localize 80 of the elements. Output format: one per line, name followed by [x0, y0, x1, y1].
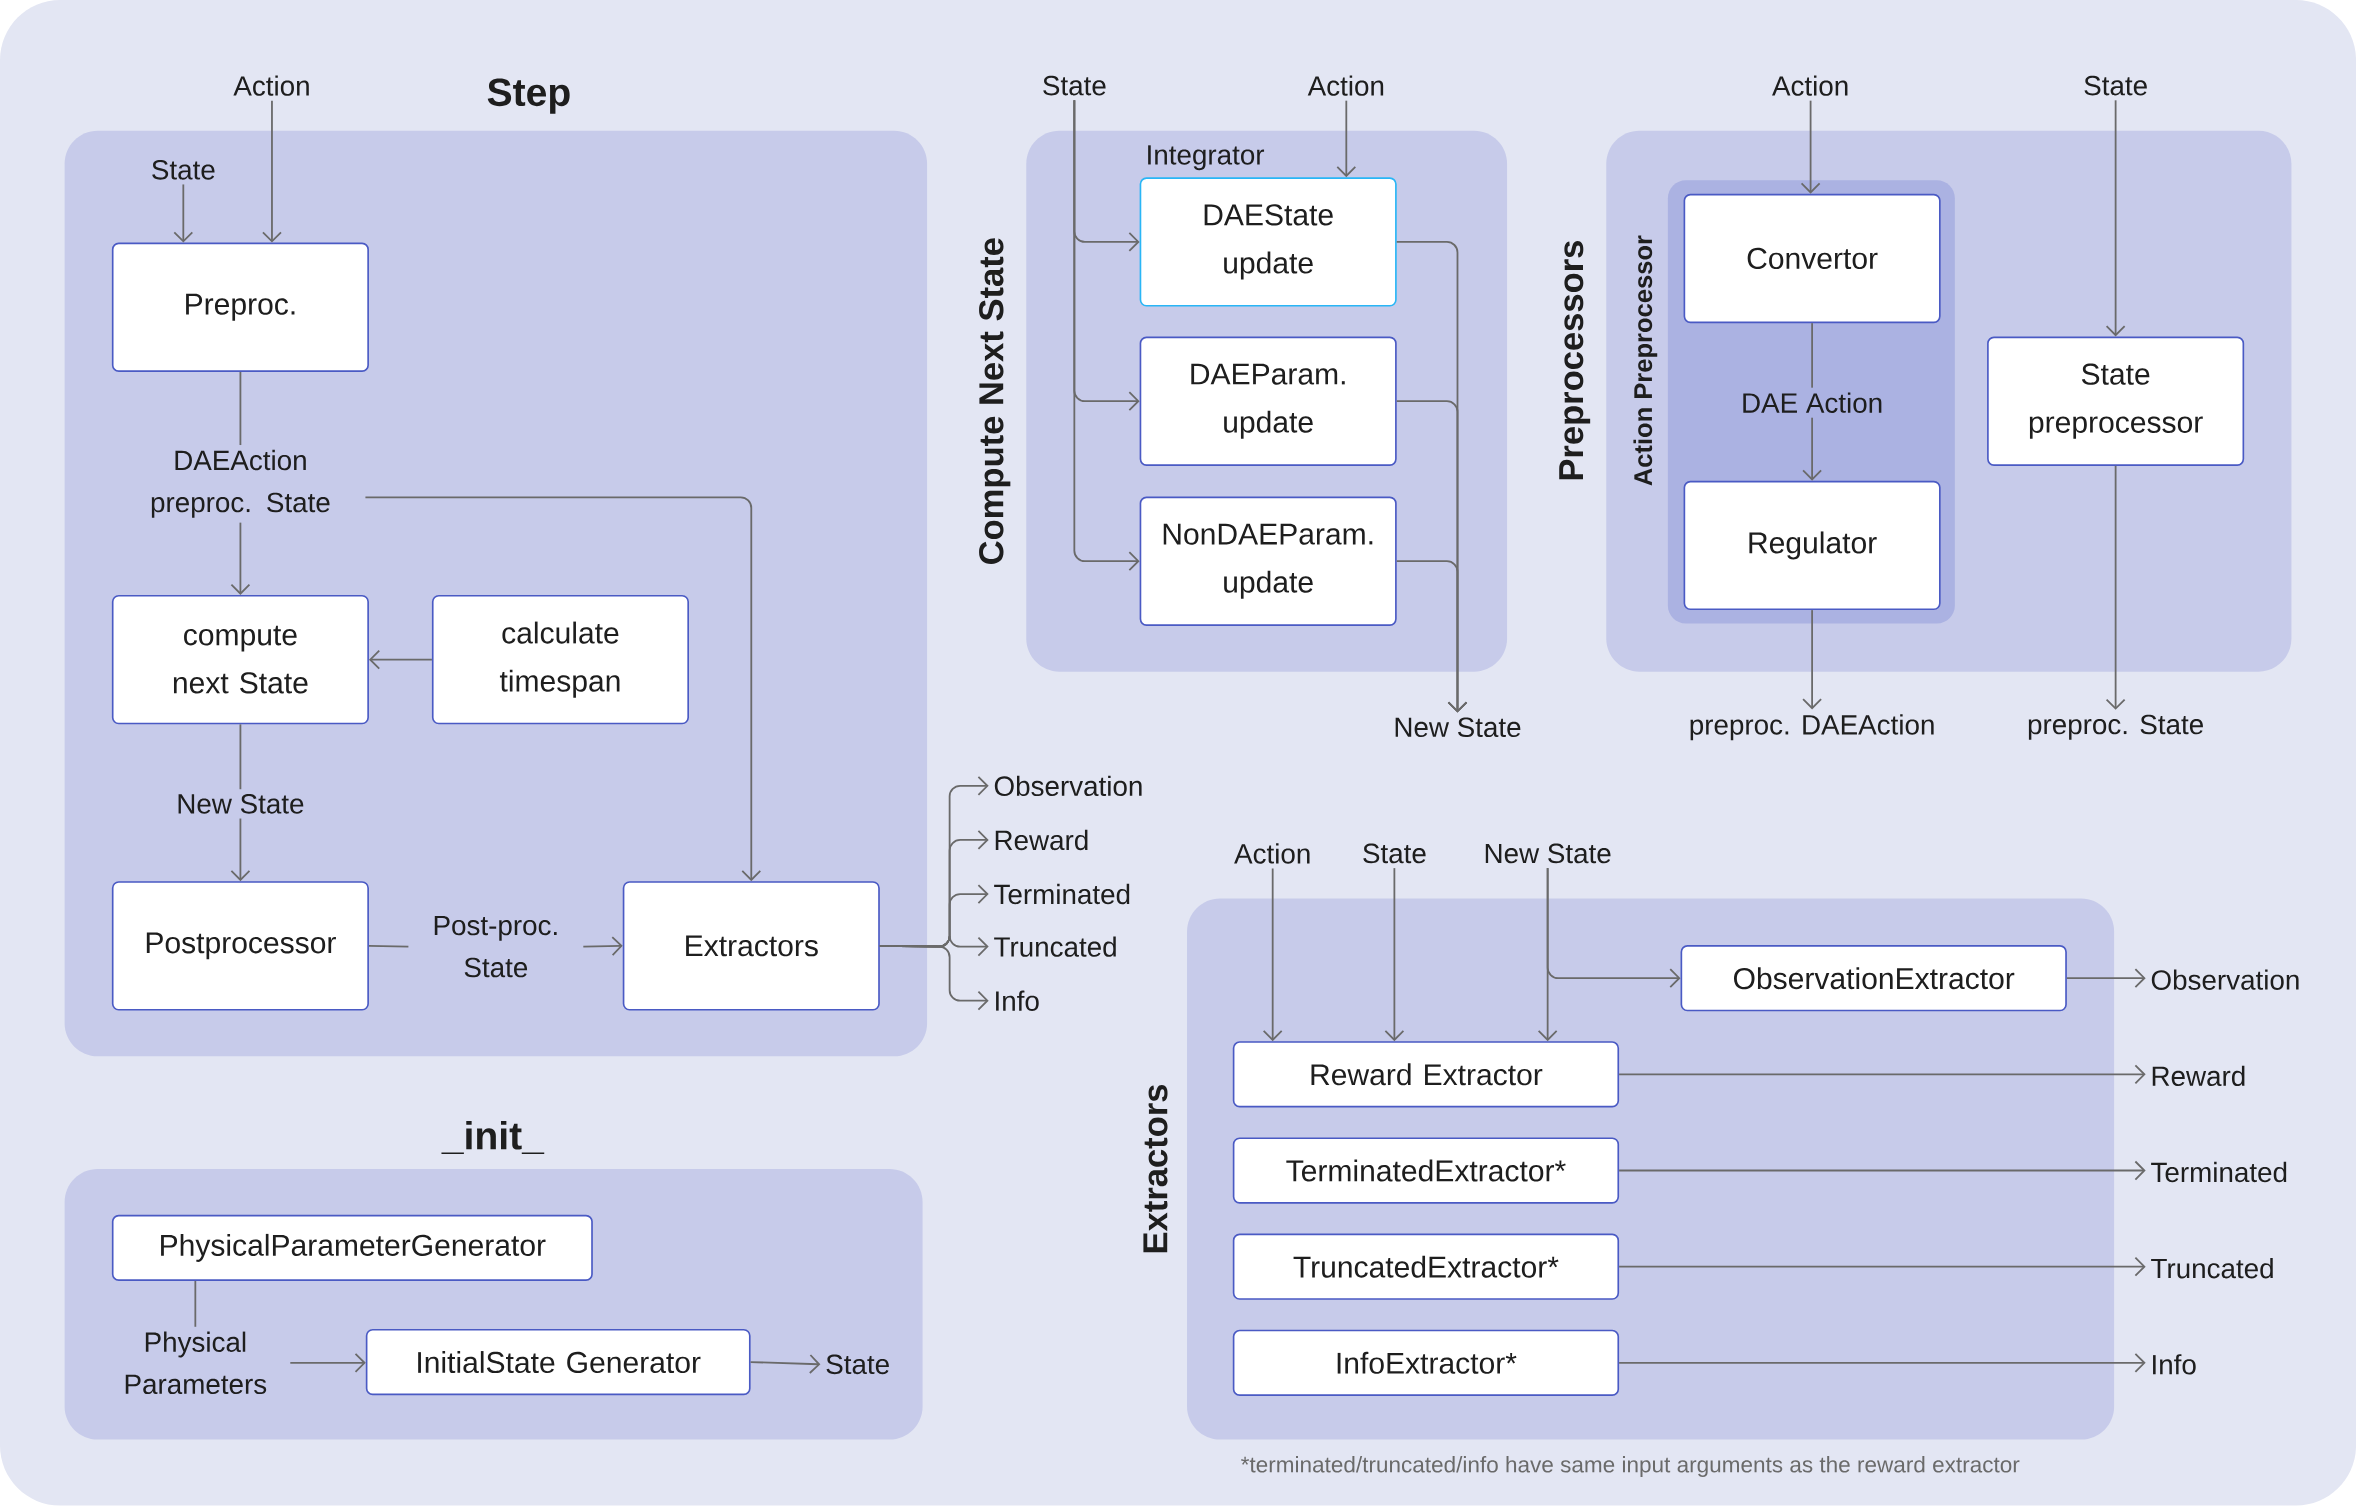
box-caption: Integrator	[1148, 145, 1265, 171]
process-box: calculate timespan	[431, 595, 689, 725]
flow-text: State	[826, 1354, 889, 1375]
panel-heading: Action Preprocessor	[1633, 235, 1658, 486]
arrow	[230, 521, 251, 596]
process-box: DAEState update	[1139, 177, 1397, 307]
flow-text: DAE Action	[1743, 392, 1882, 414]
arrow	[1546, 867, 1681, 989]
arrow	[1618, 1257, 2146, 1277]
flow-text: New State	[1485, 843, 1611, 864]
process-box: ObservationExtractor	[1680, 945, 2067, 1012]
flow-text: Observation	[994, 775, 1142, 797]
process-box: State preprocessor	[1987, 336, 2245, 467]
process-box: Regulator	[1683, 480, 1941, 611]
flow-text: preproc. State	[2028, 714, 2203, 741]
arrow	[1073, 99, 1140, 572]
flow-text: Action	[1307, 75, 1384, 97]
arrow	[1802, 609, 1822, 710]
process-box: InfoExtractor*	[1232, 1329, 1620, 1397]
flow-text: preproc. DAEAction	[1690, 714, 1934, 741]
arrow	[1336, 99, 1357, 178]
process-box: TruncatedExtractor*	[1232, 1233, 1620, 1301]
arrow	[289, 1353, 366, 1373]
arrow	[1262, 867, 1283, 1042]
process-box: compute next State	[111, 595, 369, 725]
flow-text: Reward	[2152, 1065, 2245, 1087]
flow-text: Terminated	[2151, 1162, 2287, 1183]
flow-text: Action	[1234, 843, 1310, 864]
arrow	[2105, 99, 2126, 337]
flow-text: Terminated	[994, 884, 1130, 905]
flow-text: Observation	[2151, 969, 2299, 991]
flow-text: Action	[1772, 75, 1848, 97]
arrow	[1800, 99, 1821, 194]
arrow	[2065, 968, 2146, 989]
arrow	[1384, 867, 1405, 1042]
arrow	[364, 496, 762, 882]
flow-text: Truncated	[2151, 1258, 2273, 1279]
panel-heading: Compute Next State	[979, 238, 1011, 565]
panel-heading: Preprocessors	[1559, 241, 1591, 480]
panel-heading: Step	[487, 78, 570, 115]
process-box: Convertor	[1683, 193, 1941, 324]
arrow	[1618, 1064, 2146, 1085]
arrow	[262, 99, 282, 243]
process-box: TerminatedExtractor*	[1232, 1137, 1620, 1204]
flow-text: Truncated	[994, 936, 1116, 958]
flow-text: Info	[2153, 1354, 2196, 1375]
flow-text: Reward	[995, 829, 1088, 851]
flow-text: Action	[233, 75, 309, 97]
flow-text: State	[1363, 843, 1426, 864]
flow-text: State	[152, 160, 215, 180]
arrow	[582, 936, 623, 957]
arrow	[1618, 1353, 2146, 1373]
process-box: DAEParam. update	[1139, 336, 1397, 467]
process-box: Reward Extractor	[1232, 1041, 1620, 1108]
process-box: NonDAEParam. update	[1139, 496, 1397, 627]
flow-text: Post-proc. State	[434, 916, 557, 978]
flow-text: Info	[996, 990, 1039, 1012]
flow-text: DAEAction preproc. State	[151, 450, 330, 519]
arrow	[878, 945, 989, 1011]
process-box: InitialState Generator	[365, 1329, 751, 1396]
flow-text: New State	[178, 794, 304, 814]
arrow	[749, 1354, 821, 1375]
flow-text: Physical Parameters	[125, 1331, 267, 1395]
flow-text: State	[2084, 76, 2147, 96]
arrow	[2105, 465, 2126, 711]
arrow	[173, 183, 194, 243]
arrow	[368, 649, 433, 670]
arrow	[230, 817, 251, 882]
process-box: Extractors	[622, 881, 880, 1011]
arrow	[1395, 560, 1468, 713]
panel-heading: _init_	[441, 1121, 545, 1155]
process-box: Preproc.	[111, 242, 369, 373]
flow-text: New State	[1395, 717, 1521, 738]
process-box: Postprocessor	[111, 881, 369, 1011]
flow-text: State	[1043, 76, 1106, 96]
arrow	[1618, 1160, 2146, 1181]
arrow	[1802, 417, 1822, 481]
panel-heading: Extractors	[1143, 1085, 1168, 1253]
footnote: *terminated/truncated/info have same input arguments as the reward extractor	[1241, 1456, 2020, 1478]
process-box: PhysicalParameterGenerator	[111, 1215, 593, 1282]
